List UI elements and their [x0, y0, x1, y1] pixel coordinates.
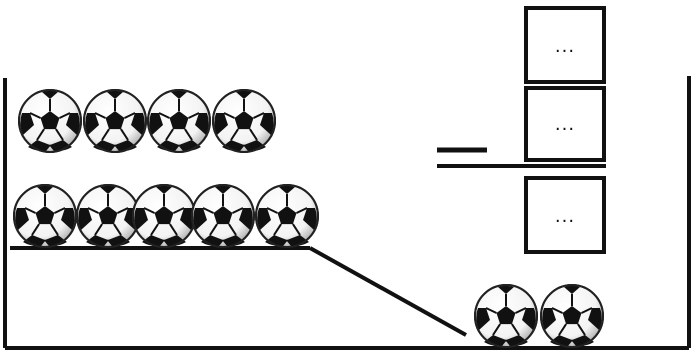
- soccer-ball-icon: [191, 184, 255, 248]
- soccer-ball-icon: [474, 284, 538, 348]
- difference-placeholder: ...: [555, 206, 575, 227]
- soccer-ball-icon: [540, 284, 604, 348]
- vertical-subtraction-area: ... ... ...: [437, 6, 606, 254]
- bottom-row-balls: [474, 284, 604, 348]
- soccer-ball-icon: [132, 184, 196, 248]
- subtrahend-placeholder: ...: [555, 114, 575, 135]
- minuend-box[interactable]: [524, 6, 606, 84]
- difference-box[interactable]: [524, 176, 606, 254]
- container-lines: [3, 76, 691, 350]
- soccer-ball-icon: [212, 89, 276, 153]
- minuend-placeholder: ...: [555, 36, 575, 57]
- soccer-ball-icon: [147, 89, 211, 153]
- soccer-ball-icon: [13, 184, 77, 248]
- soccer-ball-icon: [76, 184, 140, 248]
- ball-groups: [13, 89, 604, 348]
- subtrahend-box[interactable]: [524, 86, 606, 162]
- middle-row-balls: [13, 184, 319, 248]
- soccer-ball-icon: [83, 89, 147, 153]
- top-row-balls: [18, 89, 276, 153]
- soccer-ball-icon: [255, 184, 319, 248]
- soccer-ball-icon: [18, 89, 82, 153]
- ramp-line: [309, 246, 467, 337]
